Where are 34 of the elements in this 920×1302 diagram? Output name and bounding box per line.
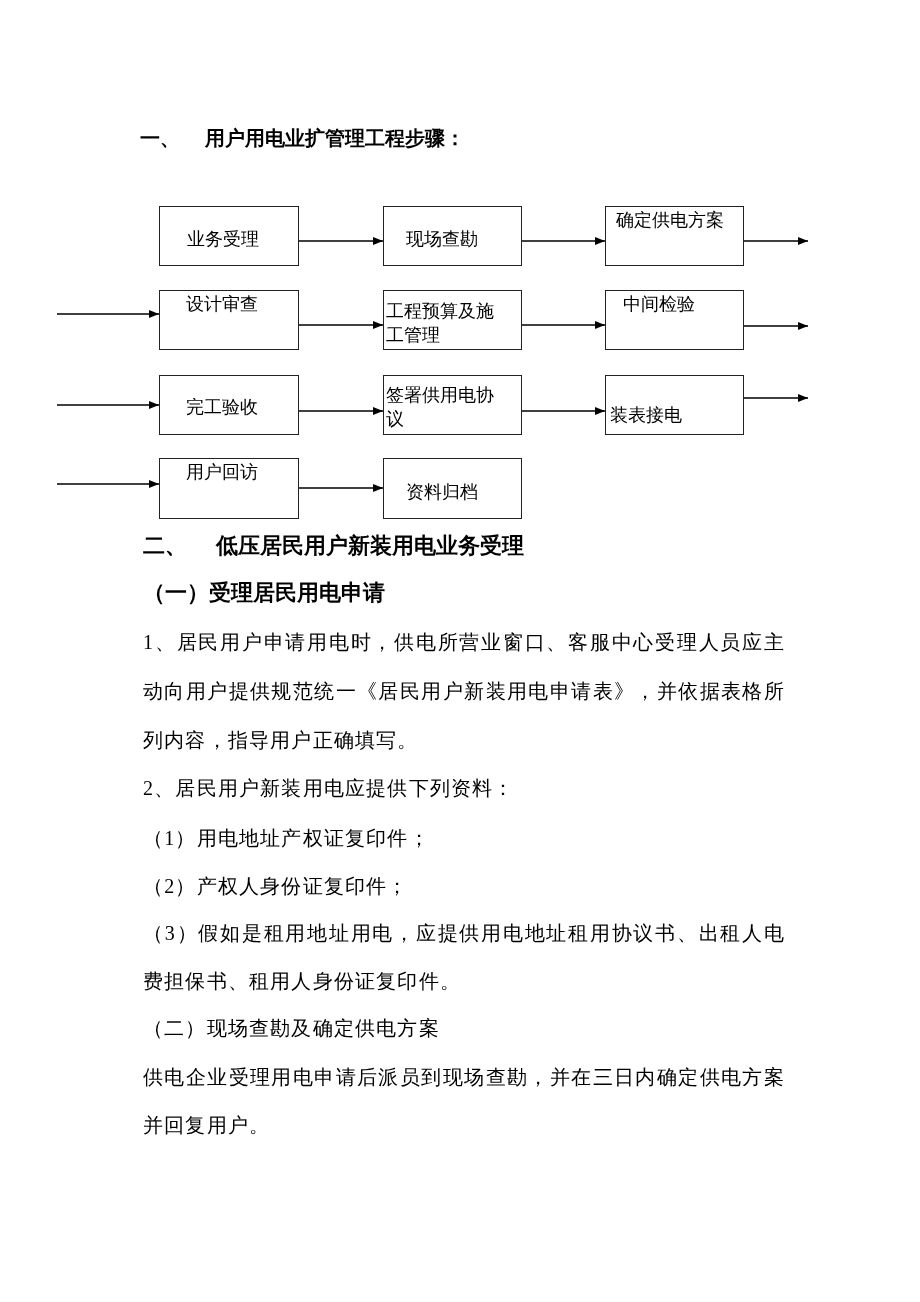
process-box: 业务受理 bbox=[159, 206, 299, 266]
list-item: （3）假如是租用地址用电，应提供用电地址租用协议书、出租人电费担保书、租用人身份证复印件。 bbox=[143, 921, 785, 994]
process-box: 资料归档 bbox=[383, 458, 522, 519]
process-box: 现场查勘 bbox=[383, 206, 522, 266]
section-heading: 二、 低压居民用户新装用电业务受理 bbox=[143, 532, 525, 560]
arrow bbox=[743, 237, 809, 245]
process-box: 装表接电 bbox=[605, 375, 744, 435]
subsection-heading: （二）现场查勘及确定供电方案 bbox=[143, 1016, 441, 1041]
arrow bbox=[298, 484, 384, 492]
process-box: 确定供电方案 bbox=[605, 206, 744, 266]
process-box: 中间检验 bbox=[605, 290, 744, 350]
arrow bbox=[298, 237, 384, 245]
process-box: 用户回访 bbox=[159, 458, 299, 519]
list-item: （2）产权人身份证复印件； bbox=[143, 874, 410, 899]
arrow bbox=[743, 322, 809, 330]
process-box: 工程预算及施工管理 bbox=[383, 290, 522, 350]
subsection-heading: （一）受理居民用电申请 bbox=[143, 579, 385, 607]
arrow bbox=[521, 407, 606, 415]
paragraph: 供电企业受理用电申请后派员到现场查勘，并在三日内确定供电方案并回复用户。 bbox=[143, 1065, 785, 1138]
paragraph: 1、居民用户申请用电时，供电所营业窗口、客服中心受理人员应主动向用户提供规范统一《居民用户新装用电申请表》，并依据表格所列内容，指导用户正确填写。 bbox=[143, 630, 785, 753]
arrow bbox=[298, 407, 384, 415]
process-box: 签署供用电协议 bbox=[383, 375, 522, 435]
process-box: 设计审查 bbox=[159, 290, 299, 350]
arrow bbox=[56, 480, 160, 488]
arrow bbox=[56, 401, 160, 409]
list-item: （1）用电地址产权证复印件； bbox=[143, 826, 431, 851]
process-box: 完工验收 bbox=[159, 375, 299, 435]
arrow bbox=[56, 310, 160, 318]
arrow bbox=[743, 394, 809, 402]
section-heading: 一、 用户用电业扩管理工程步骤： bbox=[140, 125, 465, 152]
paragraph: 2、居民用户新装用电应提供下列资料： bbox=[143, 776, 516, 801]
arrow bbox=[298, 321, 384, 329]
arrow bbox=[521, 237, 606, 245]
arrow bbox=[521, 321, 606, 329]
